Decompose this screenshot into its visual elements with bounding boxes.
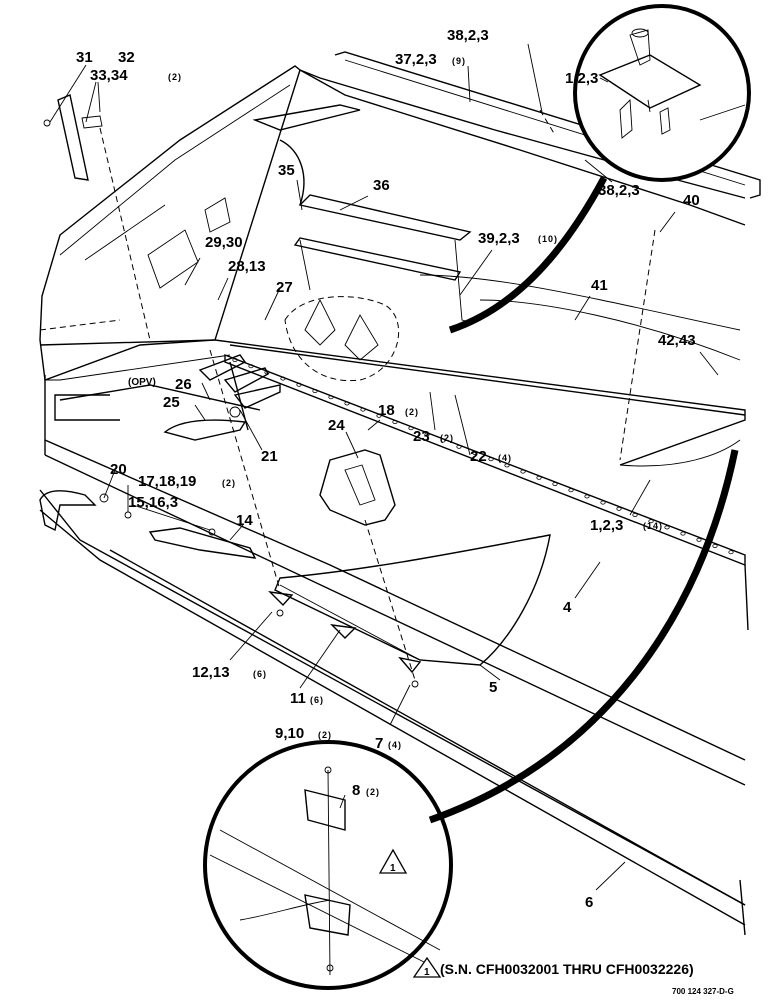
callout-25: 25: [163, 394, 180, 411]
callout-27: 27: [276, 279, 293, 296]
callout-4: 4: [563, 599, 572, 616]
callout-11: 11: [290, 690, 306, 707]
strip-hole: [728, 550, 734, 555]
callout-8: 8: [352, 782, 360, 799]
callout-31: 31: [76, 49, 93, 66]
callout-20: 20: [110, 461, 127, 478]
bracket-31: [43, 94, 103, 181]
drawing-number: 700 124 327-D-G: [672, 987, 734, 996]
label-opv: (OPV): [128, 377, 156, 388]
qty-22: (4): [498, 453, 512, 463]
knife-guards: [163, 354, 281, 441]
callout-33-34: 33,34: [90, 67, 128, 84]
callout-5: 5: [489, 679, 497, 696]
strip-hole: [696, 537, 702, 542]
qty-37: (9): [452, 56, 466, 66]
callout-6: 6: [585, 894, 593, 911]
side-rails: [39, 375, 746, 936]
qty-18: (2): [405, 407, 419, 417]
callout-32: 32: [118, 49, 135, 66]
qty-12-13: (6): [253, 669, 267, 679]
callout-7: 7: [375, 735, 383, 752]
center-brace: [279, 139, 472, 323]
inset-detail-top: [573, 4, 751, 182]
callout-9-10: 9,10: [275, 725, 304, 742]
callout-41: 41: [591, 277, 608, 294]
strip-hole: [664, 525, 670, 530]
qty-23: (2): [440, 433, 454, 443]
qty-17-18-19: (2): [222, 478, 236, 488]
strip-hole: [648, 519, 654, 524]
callout-1-2-3-bar: 1,2,3: [590, 517, 623, 534]
strip-hole: [680, 531, 686, 536]
qty-33-34: (2): [168, 72, 182, 82]
auger-fingers: [284, 296, 400, 382]
callout-29-30: 29,30: [205, 234, 243, 251]
callout-18: 18: [378, 402, 395, 419]
callout-21: 21: [261, 448, 278, 465]
callout-40: 40: [683, 192, 700, 209]
callout-39: 39,2,3: [478, 230, 520, 247]
qty-39: (10): [538, 234, 558, 244]
callout-15-16-3: 15,16,3: [128, 494, 178, 511]
callout-28-13: 28,13: [228, 258, 266, 275]
inset-connector-bottom: [428, 449, 739, 824]
qty-9-10: (2): [318, 730, 332, 740]
serial-note-mark: 1: [424, 967, 430, 978]
triangle-mark-label: 1: [390, 863, 396, 874]
qty-8: (2): [366, 787, 380, 797]
callout-22: 22: [470, 448, 487, 465]
leader-lines: [49, 43, 719, 891]
qty-11: (6): [310, 695, 324, 705]
callout-23: 23: [413, 428, 430, 445]
callout-1-2-3-inset: 1,2,3: [565, 70, 598, 87]
callout-36: 36: [373, 177, 390, 194]
sickle-bar: [224, 353, 749, 631]
crop-divider: [39, 490, 257, 559]
inset-detail-bottom: [203, 740, 453, 990]
auger-housing: [39, 51, 761, 467]
callout-38-right: 38,2,3: [598, 182, 640, 199]
callout-35: 35: [278, 162, 295, 179]
serial-note: 1 (S.N. CFH0032001 THRU CFH0032226): [412, 956, 694, 978]
callout-42-43: 42,43: [658, 332, 696, 349]
shield-24: [319, 449, 396, 526]
construction-lines: [39, 109, 656, 681]
callout-17-18-19: 17,18,19: [138, 473, 196, 490]
qty-7: (4): [388, 740, 402, 750]
revision-triangle: 1: [378, 848, 408, 874]
callout-12-13: 12,13: [192, 664, 230, 681]
inset-connector-top: [448, 176, 608, 334]
strip-hole: [712, 544, 718, 549]
callout-24: 24: [328, 417, 345, 434]
callout-38-top: 38,2,3: [447, 27, 489, 44]
qty-1-2-3-bar: (14): [643, 521, 663, 531]
serial-note-text: (S.N. CFH0032001 THRU CFH0032226): [440, 961, 694, 977]
callout-37: 37,2,3: [395, 51, 437, 68]
callout-14: 14: [236, 512, 253, 529]
callout-labels: 31 32 33,34 (2) 38,2,3 37,2,3 (9) 1,2,3 …: [76, 27, 700, 911]
callout-26: 26: [175, 376, 192, 393]
